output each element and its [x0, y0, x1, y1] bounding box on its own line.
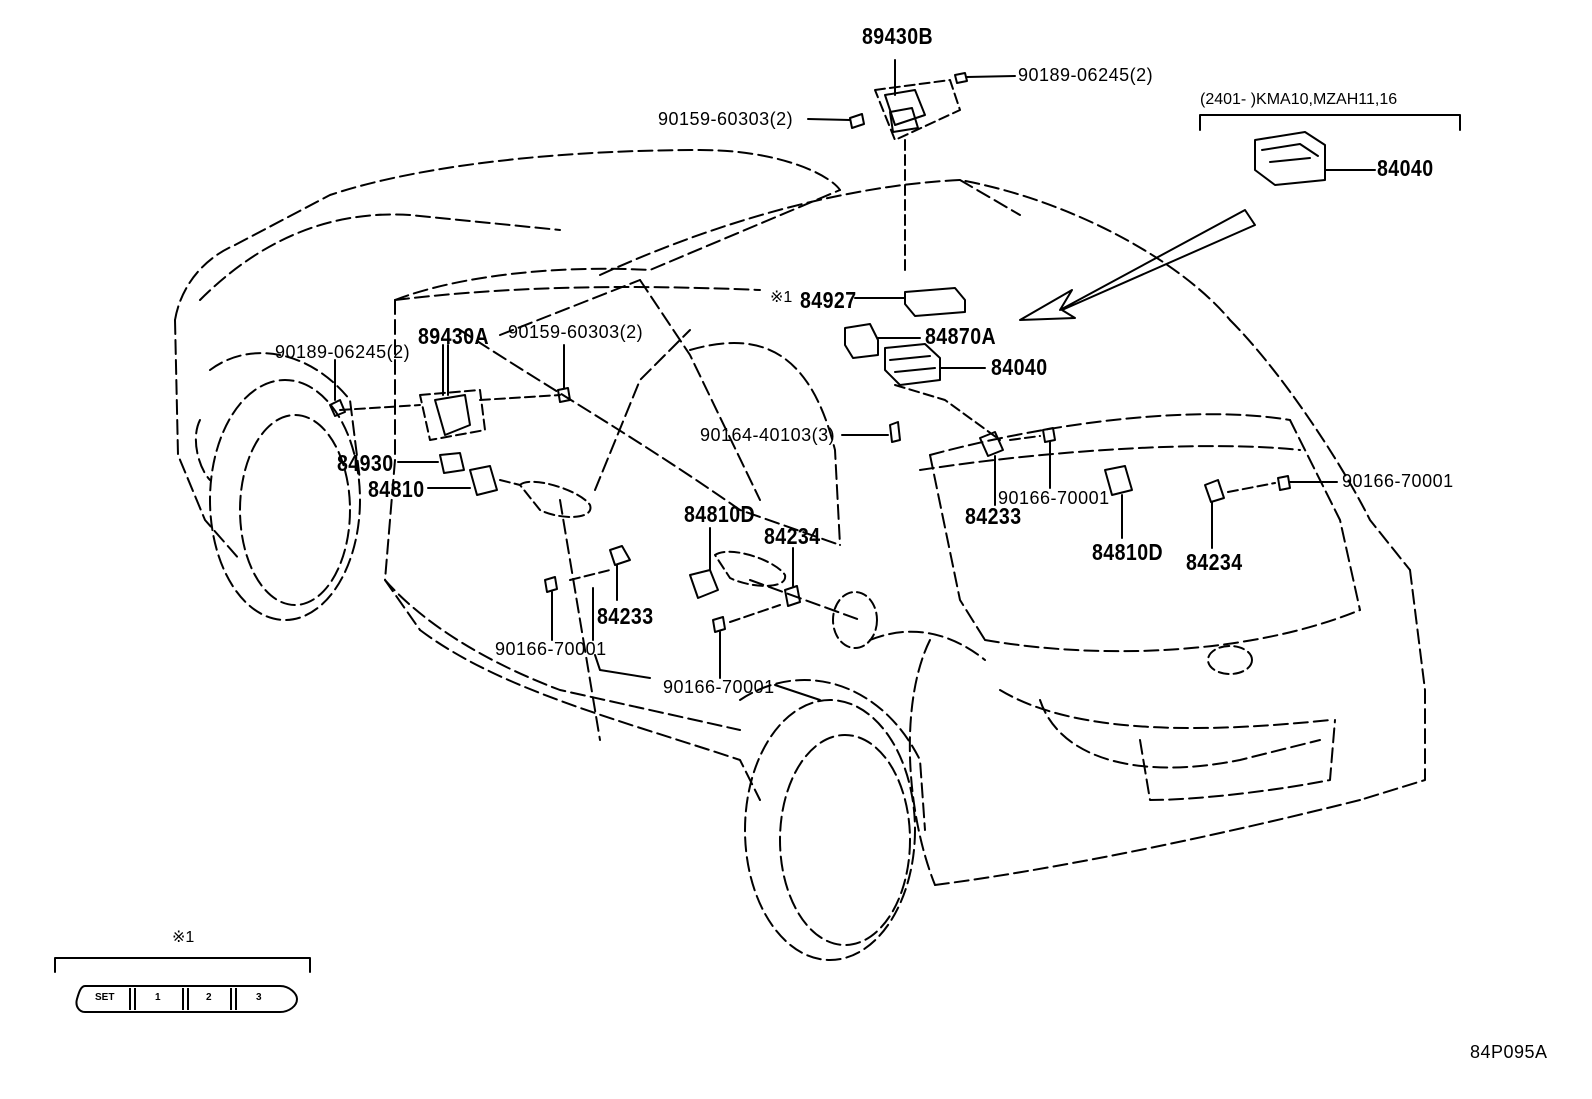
- part-label-90159-left: 90159-60303(2): [508, 322, 644, 342]
- set-button-label: SET: [95, 992, 115, 1003]
- component-84810: [427, 465, 521, 496]
- screw-90166-d: [1277, 475, 1338, 491]
- part-label-90166-d: 90166-70001: [1342, 471, 1454, 491]
- memory-2-label: 2: [206, 992, 212, 1003]
- component-84810d-left: [689, 527, 719, 599]
- screw-90166-c: [1042, 427, 1056, 489]
- memory-1-label: 1: [155, 992, 161, 1003]
- component-84234-left: [784, 547, 801, 607]
- component-84040-mid: [884, 343, 1001, 441]
- screws-89430b: [807, 72, 1016, 129]
- part-label-90166-a: 90166-70001: [495, 639, 607, 659]
- component-84234-right: [1204, 479, 1276, 549]
- part-label-84234-left: 84234: [764, 523, 821, 549]
- note-mark-84927: ※1: [770, 289, 793, 306]
- part-label-89430b: 89430B: [862, 23, 934, 49]
- part-label-84040-top: 84040: [1377, 155, 1434, 181]
- part-label-84040: 84040: [991, 354, 1048, 380]
- part-label-84810d-right: 84810D: [1092, 539, 1164, 565]
- leader-90166-b: [594, 654, 651, 679]
- diagram-code: 84P095A: [1470, 1042, 1548, 1062]
- part-label-84870a: 84870A: [925, 323, 997, 349]
- front-wheel: [209, 352, 361, 621]
- component-84927: [854, 287, 966, 317]
- part-label-90189-left: 90189-06245(2): [275, 342, 411, 362]
- component-84040-top: [1254, 131, 1376, 186]
- part-label-84927: 84927: [800, 287, 857, 313]
- screw-90189-left: [329, 359, 346, 417]
- part-label-90189-top: 90189-06245(2): [1018, 65, 1154, 85]
- screw-90166-a: [544, 576, 594, 641]
- part-label-90166-c: 90166-70001: [998, 488, 1110, 508]
- memory-3-label: 3: [256, 992, 262, 1003]
- component-84870a: [844, 323, 921, 359]
- note-bracket: [54, 957, 311, 973]
- indicator-arrow: [1019, 209, 1256, 321]
- rear-emblem: [1207, 645, 1253, 675]
- part-label-84233-right: 84233: [965, 503, 1022, 529]
- part-label-90164: 90164-40103(3): [700, 425, 836, 445]
- memory-switch-panel: SET 1 2 3: [75, 984, 300, 1014]
- component-84233-right: [979, 431, 1041, 506]
- component-89430a: [339, 344, 561, 441]
- part-label-84810d-left: 84810D: [684, 501, 756, 527]
- car-body-outline: [174, 149, 1426, 886]
- front-door-handle: [519, 480, 592, 518]
- part-label-90166-b: 90166-70001: [663, 677, 775, 697]
- note-mark: ※1: [172, 929, 195, 946]
- part-label-89430a: 89430A: [418, 323, 490, 349]
- part-label-84930: 84930: [337, 450, 394, 476]
- screw-90159-left: [557, 344, 571, 403]
- range-bracket: [1199, 114, 1461, 131]
- screw-90166-b: [712, 604, 781, 679]
- part-label-84810: 84810: [368, 476, 425, 502]
- part-label-84233-left: 84233: [597, 603, 654, 629]
- rear-wheel: [739, 679, 926, 961]
- range-note: (2401- )KMA10,MZAH11,16: [1200, 91, 1398, 108]
- component-89430b: [874, 59, 961, 271]
- component-84233-left: [569, 545, 631, 601]
- fuel-door: [832, 591, 878, 649]
- screw-90164: [841, 421, 901, 443]
- leader-90166-b2: [774, 684, 821, 701]
- rear-door-handle: [714, 550, 787, 587]
- component-84930: [397, 452, 465, 474]
- component-84810d-right: [1104, 465, 1133, 539]
- part-label-90159-top: 90159-60303(2): [658, 109, 794, 129]
- part-label-84234-right: 84234: [1186, 549, 1243, 575]
